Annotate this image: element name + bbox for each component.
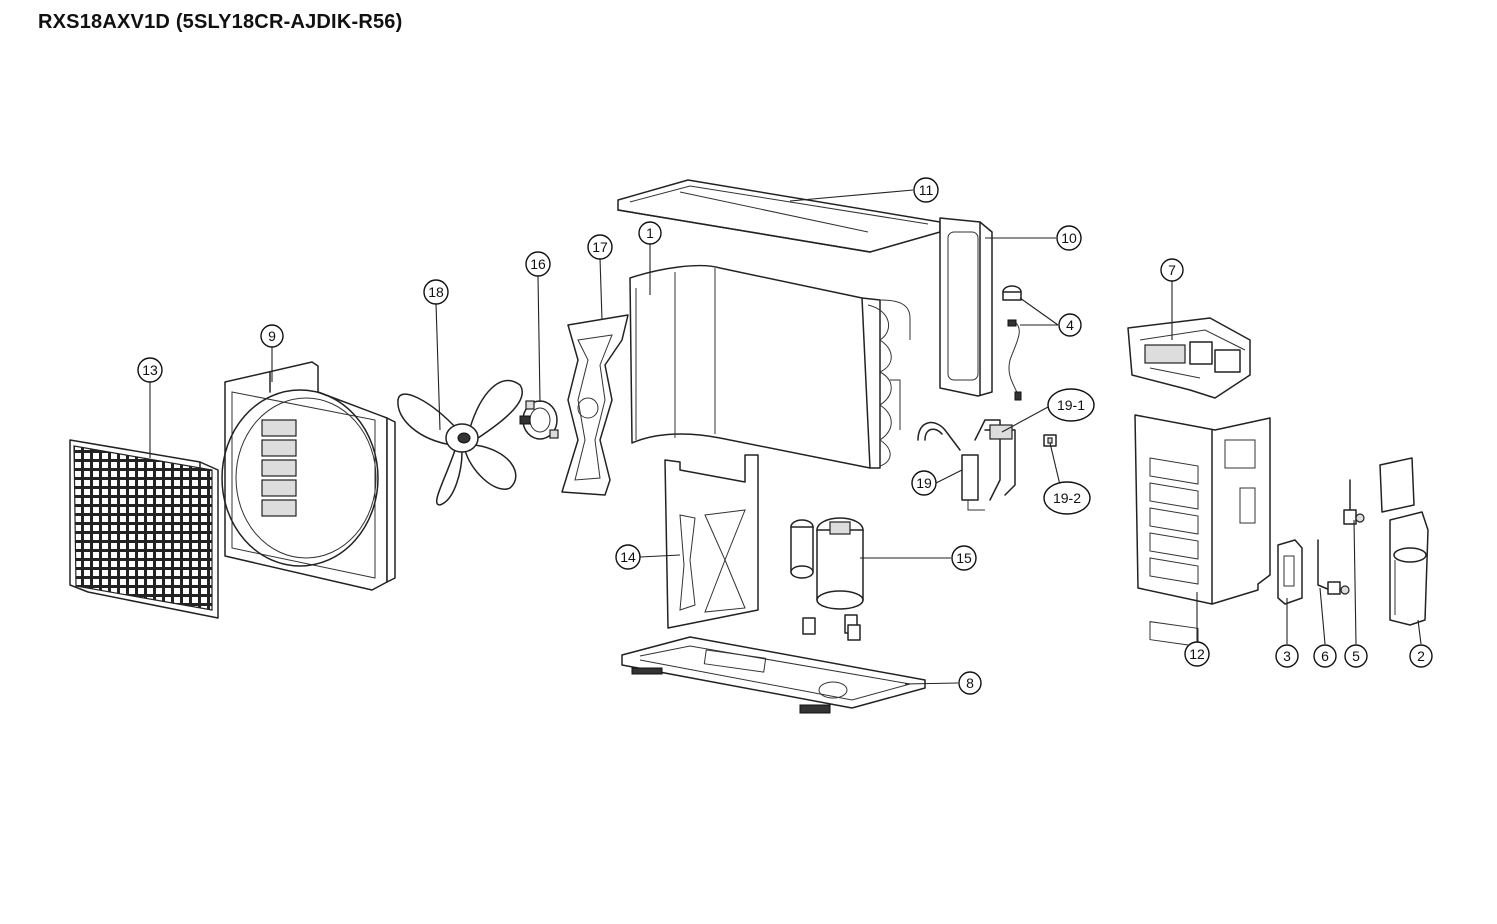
part-label-1: 1 xyxy=(638,221,662,245)
front-panel-part xyxy=(221,361,396,591)
svg-text:13: 13 xyxy=(142,362,158,378)
svg-text:19: 19 xyxy=(916,475,932,491)
part-label-8: 8 xyxy=(958,671,982,695)
svg-text:19-2: 19-2 xyxy=(1053,490,1081,506)
part-label-19: 19 xyxy=(911,470,937,496)
svg-text:18: 18 xyxy=(428,284,444,300)
part-label-16: 16 xyxy=(525,251,551,277)
part-label-2: 2 xyxy=(1409,644,1433,668)
part-label-17: 17 xyxy=(587,234,613,260)
four-way-valve-part xyxy=(917,419,1016,511)
control-box-part xyxy=(1127,317,1251,399)
part-label-4: 4 xyxy=(1058,313,1082,337)
diagram-title: RXS18AXV1D (5SLY18CR-AJDIK-R56) xyxy=(38,11,403,33)
stop-valve-gas-part xyxy=(1343,479,1365,525)
part-label-18: 18 xyxy=(423,279,449,305)
svg-text:11: 11 xyxy=(919,182,934,198)
valve-cover-part xyxy=(1379,457,1429,626)
svg-text:8: 8 xyxy=(966,675,974,691)
part-label-19-2: 19-2 xyxy=(1043,481,1091,515)
part-label-15: 15 xyxy=(951,545,977,571)
partition-plate-part xyxy=(664,454,759,629)
fan-motor-part xyxy=(519,400,559,440)
svg-text:5: 5 xyxy=(1352,648,1360,664)
stop-valve-liquid-part xyxy=(1317,539,1350,595)
propeller-fan-part xyxy=(397,379,523,506)
motor-bracket-part xyxy=(561,314,629,496)
svg-text:16: 16 xyxy=(530,256,546,272)
part-label-12: 12 xyxy=(1184,641,1210,667)
svg-text:2: 2 xyxy=(1417,648,1425,664)
side-panel-part xyxy=(1134,414,1271,647)
svg-text:6: 6 xyxy=(1321,648,1329,664)
part-label-6: 6 xyxy=(1313,644,1337,668)
bottom-frame-part xyxy=(621,636,926,714)
svg-text:14: 14 xyxy=(620,549,636,565)
svg-text:4: 4 xyxy=(1066,317,1074,333)
top-panel-part xyxy=(617,179,941,253)
heat-exchanger-part xyxy=(629,264,911,469)
side-plate-part xyxy=(939,217,993,397)
part-label-10: 10 xyxy=(1056,225,1082,251)
part-label-5: 5 xyxy=(1344,644,1368,668)
part-label-7: 7 xyxy=(1160,258,1184,282)
front-grille-part xyxy=(69,439,219,619)
part-label-14: 14 xyxy=(615,544,641,570)
svg-text:17: 17 xyxy=(592,239,608,255)
thermistor-part xyxy=(1002,285,1022,401)
part-label-3: 3 xyxy=(1275,644,1299,668)
part-label-11: 11 xyxy=(913,177,939,203)
svg-text:9: 9 xyxy=(268,328,276,344)
svg-text:3: 3 xyxy=(1283,648,1291,664)
svg-text:7: 7 xyxy=(1168,262,1176,278)
svg-text:10: 10 xyxy=(1061,230,1077,246)
leader-lines xyxy=(149,189,1422,685)
svg-text:15: 15 xyxy=(956,550,972,566)
part-label-9: 9 xyxy=(260,324,284,348)
valve-mount-plate-part xyxy=(1277,539,1303,605)
svg-text:19-1: 19-1 xyxy=(1057,397,1085,413)
part-label-13: 13 xyxy=(137,357,163,383)
part-label-19-1: 19-1 xyxy=(1047,388,1095,422)
compressor-part xyxy=(790,517,864,641)
svg-text:1: 1 xyxy=(646,225,654,241)
svg-text:12: 12 xyxy=(1189,646,1205,662)
